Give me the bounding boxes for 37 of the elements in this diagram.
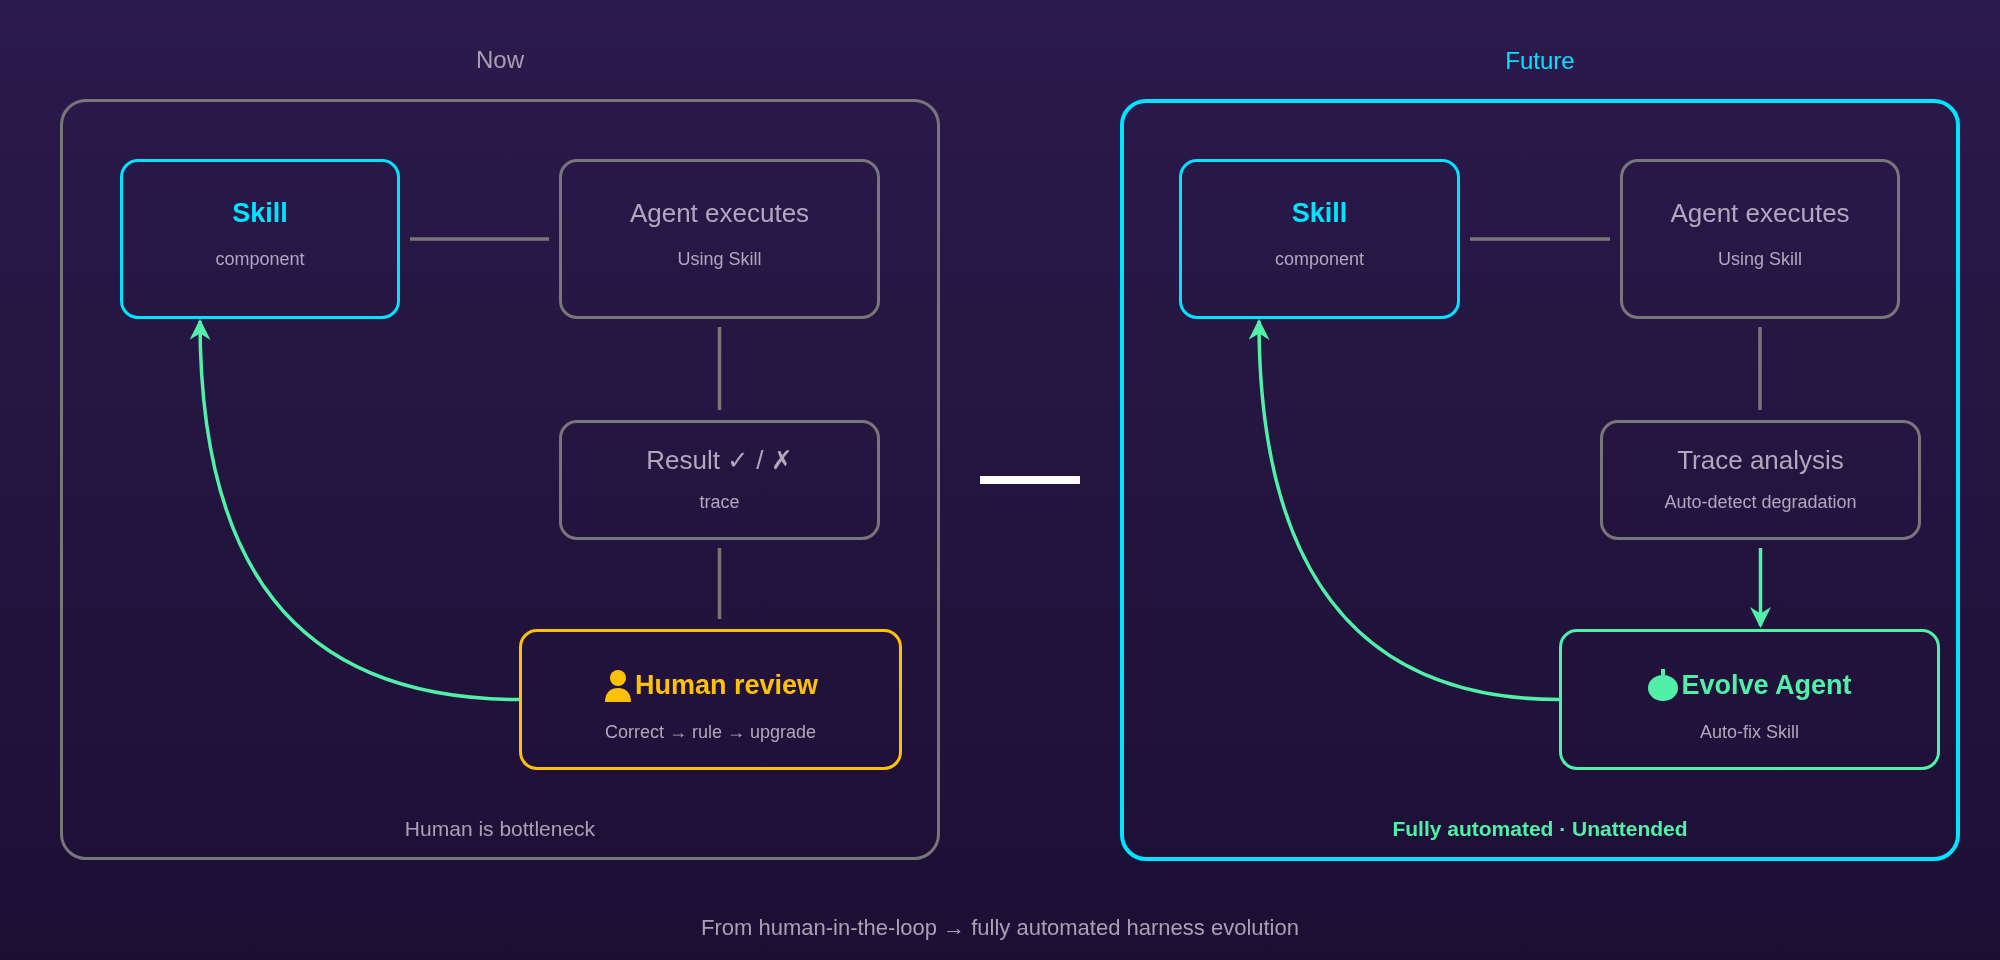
box-subtitle: Auto-fix Skill — [1699, 722, 1800, 743]
panel-note: Fully automated · Unattended — [1391, 817, 1689, 841]
connector-line — [1470, 237, 1610, 241]
process-box — [559, 420, 880, 540]
box-title: Skill — [232, 198, 288, 229]
connector-line — [717, 327, 722, 410]
process-box — [1559, 629, 1940, 770]
process-box — [1179, 159, 1460, 319]
box-title: Human review — [634, 669, 819, 701]
box-title: Skill — [1291, 198, 1348, 229]
box-subtitle: Using Skill — [676, 249, 763, 270]
caption: From human-in-the-loop → fully automated harness evolution — [700, 915, 1300, 941]
arrow — [190, 318, 520, 702]
panel-title: Now — [475, 46, 525, 74]
box-subtitle: trace — [698, 492, 741, 513]
panel-title: Future — [1504, 47, 1576, 75]
process-box — [1620, 159, 1900, 319]
arrow — [1249, 318, 1560, 702]
process-box — [519, 629, 902, 770]
box-title: Trace analysis — [1677, 445, 1844, 476]
box-title: Result ✓ / ✗ — [646, 445, 793, 476]
process-box — [559, 159, 880, 319]
connector-line — [1758, 327, 1762, 410]
box-title: Agent executes — [629, 198, 810, 229]
box-subtitle: Using Skill — [1717, 249, 1803, 270]
box-subtitle: Correct → rule → upgrade — [603, 722, 818, 743]
box-title: Agent executes — [1670, 198, 1850, 229]
arrow — [1750, 548, 1771, 629]
box-subtitle: component — [1273, 249, 1366, 270]
connector-line — [717, 548, 722, 619]
box-title: Evolve Agent — [1681, 669, 1852, 701]
process-box — [1600, 420, 1921, 540]
process-box — [120, 159, 400, 319]
box-subtitle: component — [214, 249, 306, 270]
box-subtitle: Auto-detect degradation — [1663, 492, 1858, 513]
panel-note: Human is bottleneck — [403, 817, 597, 841]
connector-line — [410, 237, 549, 241]
